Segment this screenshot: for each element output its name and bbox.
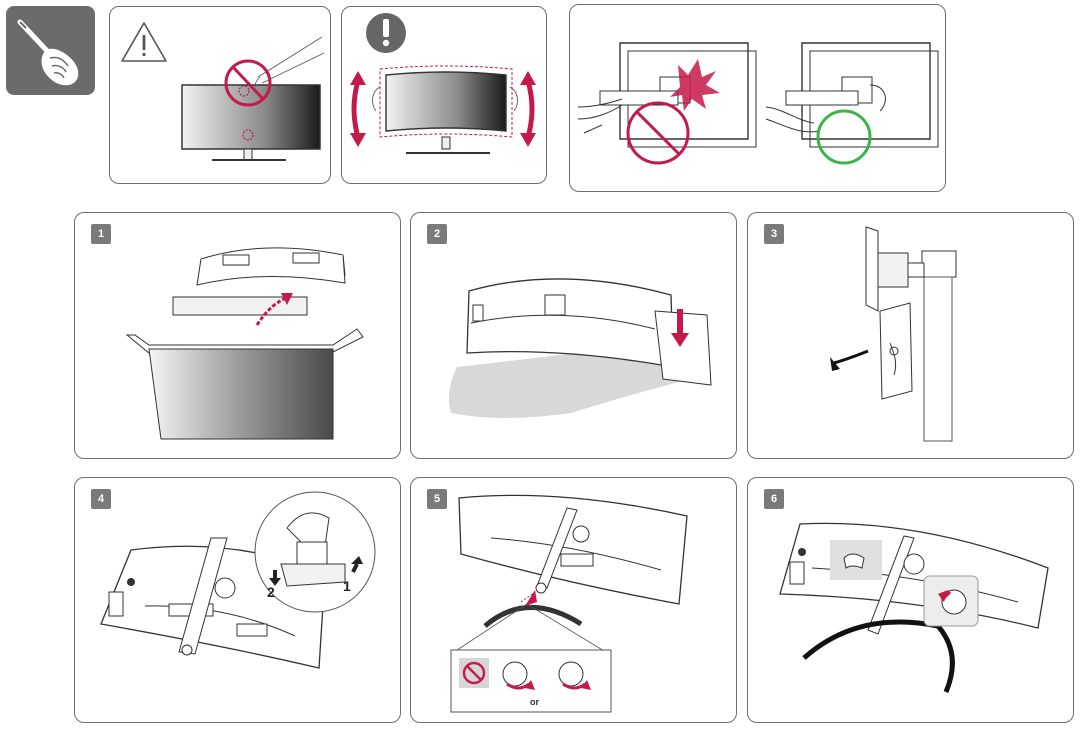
monitor-illustration: [181, 84, 321, 161]
step-5-panel: 5 or: [410, 477, 737, 723]
attach-stand-body-illustration: [100, 491, 376, 669]
step-6-panel: 6: [747, 477, 1074, 723]
tighten-base-screw-illustration: [779, 522, 1049, 693]
step-number-badge: 6: [764, 489, 784, 509]
step-number-badge: 5: [427, 489, 447, 509]
step-4-panel: 4 2 1: [74, 477, 401, 723]
step-3-panel: 3: [747, 212, 1074, 459]
step-number-badge: 1: [91, 224, 111, 244]
correct-cable-routing: [765, 42, 939, 165]
wrong-cable-routing: [577, 42, 757, 165]
screw-inset: [923, 575, 979, 627]
warning-triangle-icon: [121, 22, 167, 62]
step-number-badge: 2: [427, 224, 447, 244]
pointing-hand-lines: [254, 36, 325, 88]
step-2-panel: 2: [410, 212, 737, 459]
step-number-badge: 4: [91, 489, 111, 509]
tilt-arrows: [350, 71, 536, 147]
exclamation-circle-icon: [366, 13, 406, 53]
cover-inset: [830, 540, 882, 580]
caution-panel: [341, 6, 547, 184]
or-label: or: [530, 697, 539, 707]
step-number-badge: 3: [764, 224, 784, 244]
monitor-illustration: [372, 65, 518, 154]
place-monitor-face-down-illustration: [449, 278, 712, 418]
step-4-label-1: 1: [343, 578, 351, 594]
remove-stand-cover-illustration: [830, 226, 957, 442]
tool-icon-tile: [6, 6, 95, 95]
no-coin-prohibit-icon: [459, 658, 489, 688]
unpack-stand-illustration: [125, 247, 364, 440]
step-1-panel: 1: [74, 212, 401, 459]
screwdriver-in-hand-icon: [17, 19, 79, 86]
step-4-label-2: 2: [267, 584, 275, 600]
cable-mount-panel: [569, 4, 946, 192]
attach-stand-base-illustration: [450, 494, 688, 713]
warning-panel: [109, 6, 331, 184]
prohibit-symbol: [224, 59, 272, 107]
